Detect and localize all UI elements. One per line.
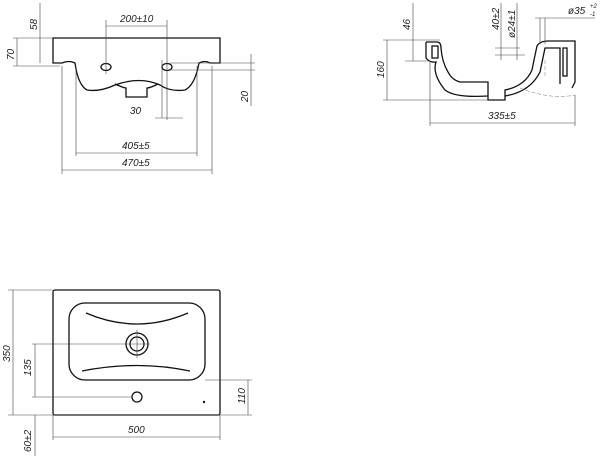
top-view: 350 135 110 500 60±2 <box>2 289 252 456</box>
basin-front-outline <box>52 37 221 92</box>
dim-20: 20 <box>240 90 251 103</box>
tap-hole <box>131 391 143 403</box>
dim-30: 30 <box>130 106 142 117</box>
side-view: 46 40±2 ø24±1 ø35 +2 -1 160 335±5 <box>376 3 598 126</box>
dim-60: 60±2 <box>23 429 34 452</box>
dim-350: 350 <box>2 345 13 362</box>
basin-side-section <box>426 40 576 101</box>
dim-70: 70 <box>6 48 17 60</box>
dim-470: 470±5 <box>122 158 150 169</box>
dim-d35: ø35 <box>568 6 586 17</box>
dim-d24: ø24±1 <box>507 10 518 38</box>
basin-top-outline <box>52 289 221 416</box>
overflow-channel <box>431 45 439 59</box>
dim-135: 135 <box>23 359 34 376</box>
dim-160: 160 <box>376 61 387 78</box>
drain-outlet <box>114 83 159 98</box>
front-view: 200±10 58 70 20 30 405±5 470±5 <box>6 3 255 174</box>
dim-46: 46 <box>402 18 413 30</box>
dim-d35-tol-plus: +2 <box>590 4 598 10</box>
dim-500: 500 <box>128 425 145 436</box>
bowl-outline <box>68 302 206 381</box>
marker-dot <box>202 400 206 404</box>
dim-110: 110 <box>237 388 248 404</box>
dim-335: 335±5 <box>488 111 516 122</box>
dim-d35-tol-minus: -1 <box>590 12 595 18</box>
dim-58: 58 <box>29 18 40 30</box>
bowl-contours <box>81 312 191 372</box>
overflow-slot <box>562 47 568 77</box>
dim-40: 40±2 <box>491 7 502 30</box>
dim-405: 405±5 <box>122 141 150 152</box>
dim-200: 200±10 <box>119 14 154 25</box>
